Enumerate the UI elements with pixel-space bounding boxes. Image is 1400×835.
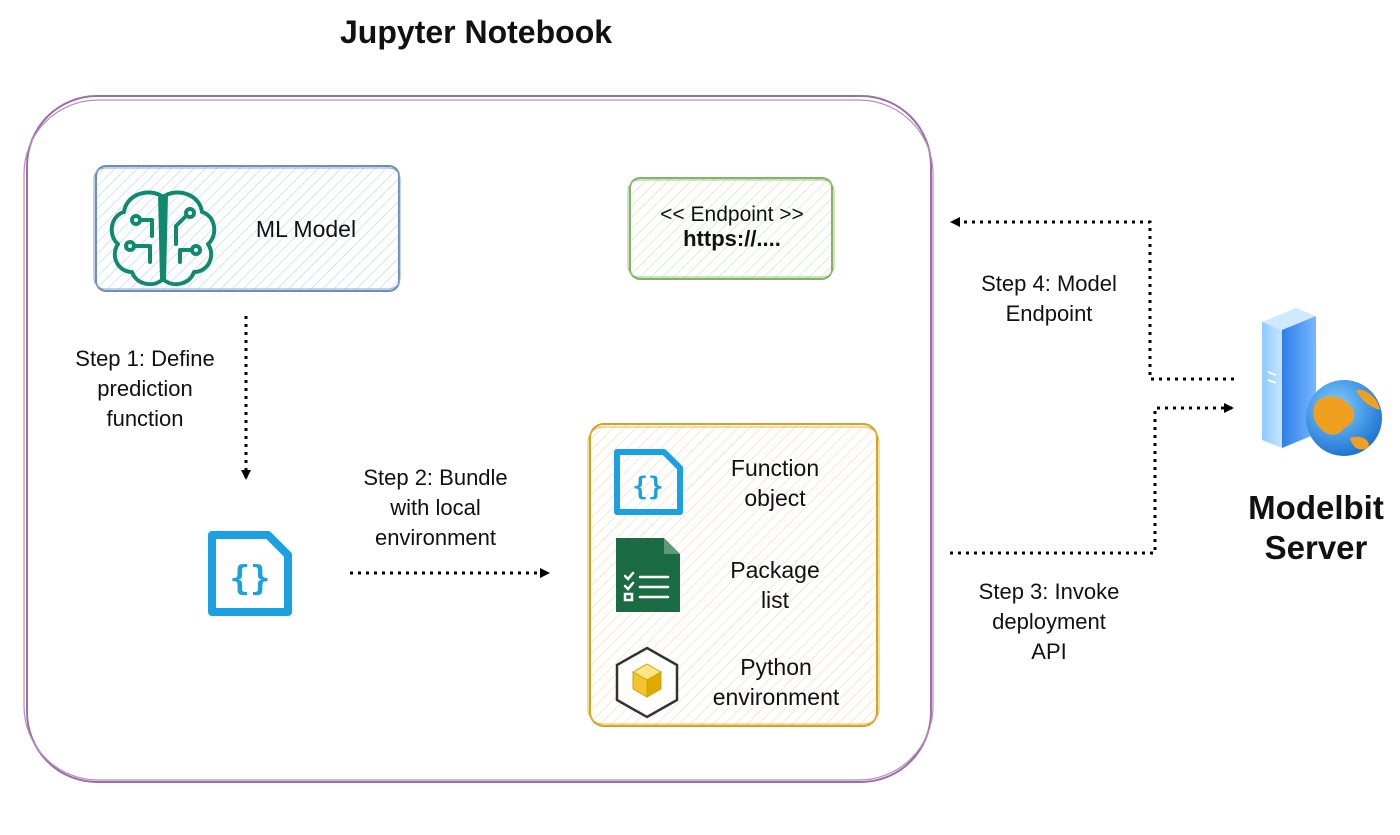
function-object-icon: {} [614, 449, 683, 515]
ml-model-box [93, 165, 401, 292]
svg-text:{}: {} [632, 472, 663, 502]
endpoint-tag: << Endpoint >> [660, 203, 804, 226]
step1-line-1: Step 1: Define [75, 346, 215, 371]
svg-text:{}: {} [230, 559, 271, 599]
step2-line-2: with local [390, 495, 481, 520]
step2-label: Step 2: Bundle with local environment [338, 463, 533, 553]
step4-line-1: Step 4: Model [981, 271, 1117, 296]
step1-line-3: function [106, 406, 184, 431]
server-label-line-2: Server [1264, 529, 1368, 566]
package-cube-icon [615, 646, 679, 719]
function-object-label: Function object [700, 453, 850, 513]
python-environment-label: Python environment [692, 652, 860, 712]
notebook-container [23, 95, 934, 783]
step3-line-2: deployment [992, 609, 1106, 634]
python-environment-line-1: Python [740, 654, 812, 680]
function-object-line-2: object [744, 485, 806, 511]
server-label: Modelbit Server [1236, 488, 1396, 568]
step2-line-1: Step 2: Bundle [363, 465, 508, 490]
step3-line-1: Step 3: Invoke [978, 579, 1120, 604]
code-file-icon: {} [208, 531, 292, 616]
step3-label: Step 3: Invoke deployment API [954, 577, 1144, 667]
package-list-label: Package list [700, 555, 850, 615]
package-list-line-1: Package [730, 557, 820, 583]
step1-label: Step 1: Define prediction function [50, 344, 240, 434]
step3-arrow [950, 403, 1234, 555]
function-object-line-1: Function [730, 455, 820, 481]
endpoint-box [627, 177, 835, 280]
python-environment-line-2: environment [712, 684, 840, 710]
endpoint-url: https://.... [683, 226, 781, 251]
step3-line-3: API [1031, 639, 1067, 664]
step2-line-3: environment [374, 525, 497, 550]
brain-circuit-icon [109, 190, 217, 287]
checklist-doc-icon [616, 538, 680, 612]
step4-arrow [950, 217, 1234, 381]
step1-line-2: prediction [97, 376, 193, 401]
step4-line-2: Endpoint [1005, 301, 1093, 326]
bundle-box [587, 423, 880, 727]
server-globe-icon [1262, 308, 1382, 456]
ml-model-label: ML Model [255, 216, 357, 242]
step4-label: Step 4: Model Endpoint [954, 269, 1144, 329]
server-label-line-1: Modelbit [1248, 489, 1384, 526]
diagram-title: Jupyter Notebook [340, 14, 613, 50]
package-list-line-2: list [760, 587, 790, 613]
